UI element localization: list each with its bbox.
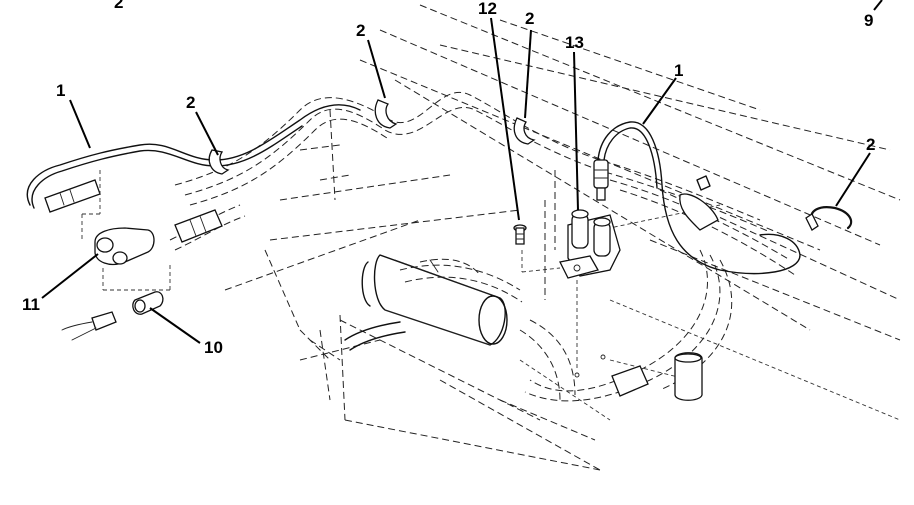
harness-grommet-right: [611, 175, 719, 401]
filter-canister: [344, 254, 508, 351]
callout-2-topleft: 2: [114, 0, 123, 12]
harness-connector-left: [174, 209, 223, 243]
leader-lines: [41, 0, 883, 344]
callout-11: 11: [22, 295, 40, 314]
callout-labels: 1 2 2 2 12 2 13 1 2 9 11 10: [22, 0, 875, 357]
callout-2-c: 2: [525, 9, 534, 28]
callout-13: 13: [565, 33, 584, 52]
callout-1-left: 1: [56, 81, 65, 100]
cable-clamps: [208, 99, 853, 231]
callout-2-a: 2: [186, 93, 195, 112]
adapter-and-plug: [61, 170, 171, 341]
sensor-lead-cable: [26, 104, 801, 275]
main-wire-harness: [169, 92, 796, 402]
callout-2-b: 2: [356, 21, 365, 40]
vehicle-structure-phantom: [224, 4, 901, 471]
callout-12: 12: [478, 0, 497, 18]
sensor-bracket-assembly: [513, 209, 621, 378]
callout-10: 10: [204, 338, 223, 357]
callout-9: 9: [864, 11, 873, 30]
callout-1-right: 1: [674, 61, 683, 80]
callout-2-right: 2: [866, 135, 875, 154]
